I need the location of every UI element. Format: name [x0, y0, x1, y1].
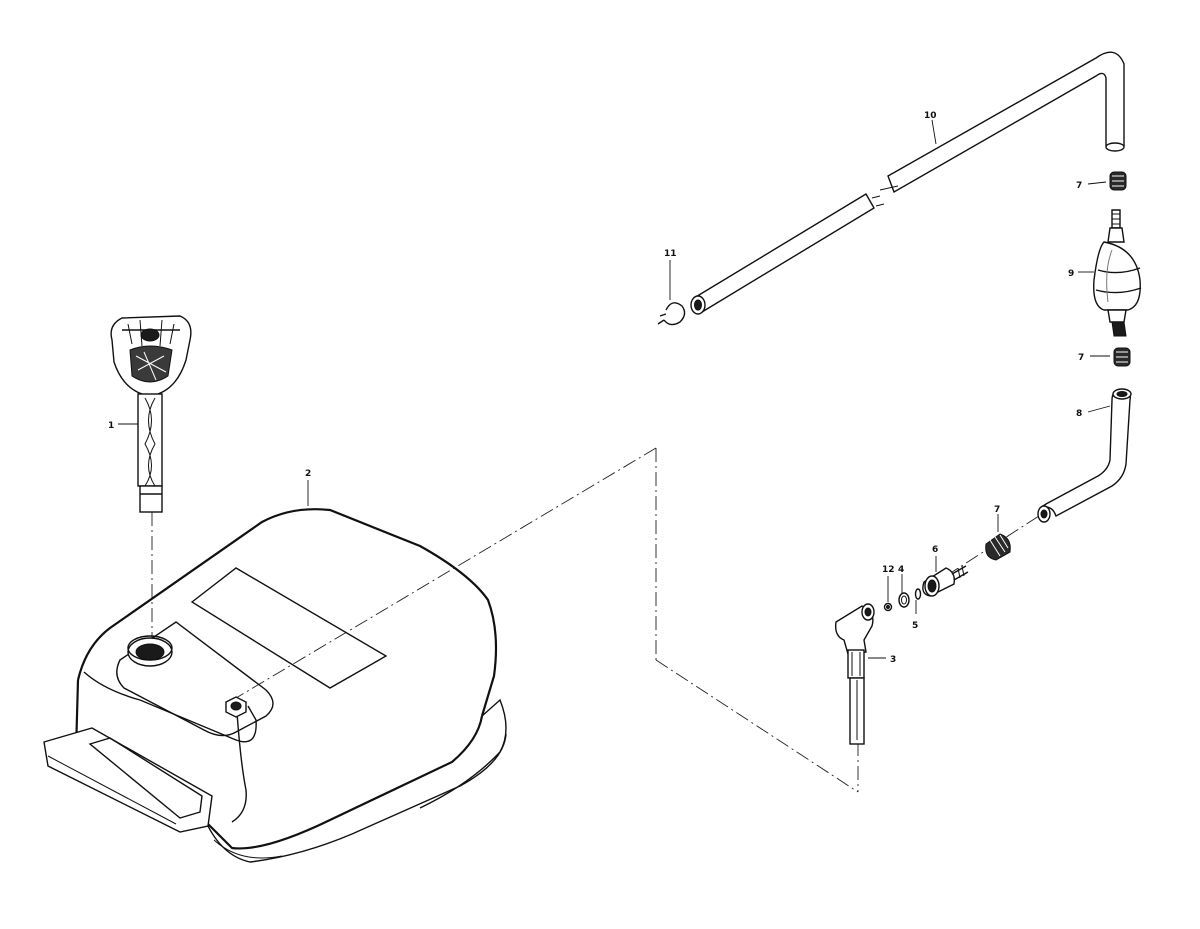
- callout-6: 6: [932, 545, 938, 555]
- diagonal-center-line: [655, 659, 859, 793]
- leader-lines: [118, 119, 1111, 659]
- callout-5: 5: [912, 621, 918, 631]
- callout-labels: 1 2 3 4 5 6 7 7 7 8 9 10 11 12: [108, 111, 1084, 665]
- callout-3: 3: [890, 655, 896, 665]
- clip-part: [657, 302, 686, 326]
- callout-2: 2: [305, 469, 311, 479]
- primer-bulb-part: [1093, 209, 1142, 337]
- hose-clamp-lower-part: [985, 533, 1011, 561]
- callout-7-middle: 7: [1078, 353, 1084, 363]
- fuel-hose-lower-part: [1037, 388, 1132, 523]
- fuel-gauge-part: [110, 315, 192, 513]
- callout-9: 9: [1068, 269, 1074, 279]
- callout-12: 12: [882, 565, 895, 575]
- callout-10: 10: [924, 111, 937, 121]
- fuel-tank-part: [43, 508, 507, 863]
- fuel-hose-upper-part: [690, 51, 1125, 315]
- hose-clamp-middle-part: [1113, 347, 1131, 367]
- washers-part: [883, 588, 922, 612]
- hose-clamp-upper-part: [1109, 171, 1127, 191]
- callout-1: 1: [108, 421, 114, 431]
- callout-7-lower: 7: [994, 505, 1000, 515]
- pickup-center-line: [235, 447, 657, 699]
- connector-part: [922, 565, 969, 597]
- callout-11: 11: [664, 249, 677, 259]
- callout-8: 8: [1076, 409, 1082, 419]
- callout-7-upper: 7: [1076, 181, 1082, 191]
- pickup-tube-part: [834, 603, 875, 745]
- callout-4: 4: [898, 565, 904, 575]
- assembly-center-lines: [151, 447, 1043, 793]
